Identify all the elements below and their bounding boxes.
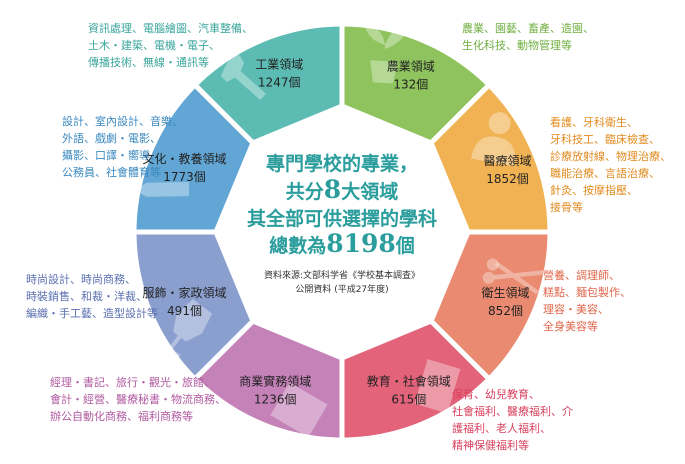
medical-description-line: 針灸、按摩指壓、	[550, 184, 638, 197]
fashion-count: 491個	[167, 304, 202, 318]
education-name: 教育・社會領域	[367, 374, 451, 389]
culture-description-line: 外語、戲劇・電影、	[62, 132, 161, 145]
business-description-line: 會計・經營、醫療秘書・物流商務、	[50, 393, 226, 406]
medical-count: 1852個	[486, 172, 529, 186]
education-count: 615個	[391, 393, 426, 407]
education-description-line: 保育、幼兒教育、	[452, 388, 540, 401]
culture-segment	[131, 82, 256, 235]
industry-description: 資訊處理、電腦繪圖、汽車整備、土木・建築、電機・電子、傳播技術、無線・通訊等	[88, 20, 253, 71]
hygiene-description: 營養、調理師、糕點、麵包製作、理容・美容、全身美容等	[543, 267, 631, 335]
fashion-description-line: 編織・手工藝、造型設計等	[26, 307, 158, 320]
medical-segment	[428, 82, 553, 235]
agriculture-description: 農業、園藝、畜產、造園、生化科技、動物管理等	[462, 20, 594, 54]
agriculture-segment	[339, 21, 492, 146]
culture-description-line: 公務員、社會體育等	[62, 166, 161, 179]
education-segment	[339, 318, 492, 443]
center-title-line3: 其全部可供選擇的學科	[247, 207, 437, 230]
pen-icon	[133, 181, 190, 197]
education-description-line: 社會福利、醫療福利、介	[452, 405, 573, 418]
industry-description-line: 傳播技術、無線・通訊等	[88, 56, 209, 69]
center-title-line1: 專門學校的專業，	[266, 152, 418, 175]
fashion-description-line: 時裝銷售、和裁・洋裁、	[26, 290, 147, 303]
plant-icon	[364, 22, 411, 84]
wrench-icon	[220, 55, 266, 101]
fashion-name: 服飾・家政領域	[142, 285, 226, 300]
medical-description-line: 牙科技工、臨床檢查、	[550, 133, 660, 146]
business-segment	[192, 318, 345, 443]
source-line2: 公開資料 (平成27年度)	[295, 283, 388, 295]
agriculture-description-line: 農業、園藝、畜產、造園、	[462, 22, 594, 35]
medical-description-line: 看護、牙科衛生、	[550, 116, 638, 129]
fashion-segment	[131, 229, 256, 382]
business-description-line: 辦公自動化商務、福利商務等	[50, 410, 193, 423]
medical-description-line: 職能治療、言語治療、	[550, 167, 660, 180]
hygiene-description-line: 理容・美容、	[543, 303, 609, 316]
business-name: 商業實務領域	[239, 374, 311, 389]
industry-name: 工業領域	[255, 57, 303, 72]
agriculture-count: 132個	[393, 78, 428, 92]
hygiene-count: 852個	[488, 304, 523, 318]
source-line1: 資料來源:文部科学省《学校基本調査》	[264, 269, 420, 281]
segments-layer	[131, 21, 553, 443]
business-description: 經理・書記、旅行・觀光・旅館、會計・經營、醫療秘書・物流商務、辦公自動化商務、福…	[50, 374, 226, 425]
culture-description-line: 設計、室內設計、音樂、	[62, 115, 183, 128]
fashion-description-line: 時尚設計、時尚商務、	[26, 273, 136, 286]
calculator-icon	[270, 382, 328, 438]
culture-description: 設計、室內設計、音樂、外語、戲劇・電影、攝影、口譯・嚮導、公務員、社會體育等	[62, 113, 183, 181]
culture-name: 文化・教養領域	[142, 151, 226, 166]
industry-description-line: 土木・建築、電機・電子、	[88, 39, 220, 52]
center-title-line4: 總數為8198個	[269, 229, 415, 258]
medical-description-line: 接骨等	[550, 201, 583, 214]
agriculture-description-line: 生化科技、動物管理等	[462, 39, 572, 52]
fashion-description: 時尚設計、時尚商務、時裝銷售、和裁・洋裁、編織・手工藝、造型設計等	[26, 271, 158, 322]
industry-count: 1247個	[258, 76, 301, 90]
hygiene-description-line: 全身美容等	[543, 320, 598, 333]
hygiene-segment	[428, 229, 553, 382]
scissors-icon	[482, 258, 547, 295]
center-block: 專門學校的專業， 共分8大領域 其全部可供選擇的學科 總數為8198個 資料來源…	[247, 152, 437, 295]
education-description-line: 護福利、老人福利、	[452, 422, 551, 435]
medical-description: 看護、牙科衛生、牙科技工、臨床檢查、診療放射線、物理治療、職能治療、言語治療、針…	[550, 114, 671, 216]
agriculture-name: 農業領域	[387, 59, 435, 74]
education-description: 保育、幼兒教育、社會福利、醫療福利、介護福利、老人福利、精神保健福利等	[452, 386, 573, 454]
doctor-icon	[470, 112, 516, 167]
hygiene-name: 衛生領域	[481, 285, 529, 300]
culture-description-line: 攝影、口譯・嚮導、	[62, 149, 161, 162]
hygiene-description-line: 營養、調理師、	[543, 269, 620, 282]
hygiene-description-line: 糕點、麵包製作、	[543, 286, 631, 299]
culture-count: 1773個	[163, 170, 206, 184]
business-description-line: 經理・書記、旅行・觀光・旅館、	[50, 376, 215, 389]
mannequin-icon	[159, 299, 213, 358]
industry-segment	[192, 21, 345, 146]
education-description-line: 精神保健福利等	[452, 439, 529, 452]
medical-name: 醫療領域	[483, 153, 531, 168]
book-icon	[414, 359, 461, 414]
medical-description-line: 診療放射線、物理治療、	[550, 150, 671, 163]
business-count: 1236個	[254, 393, 297, 407]
center-title-line2: 共分8大領域	[286, 175, 398, 204]
industry-description-line: 資訊處理、電腦繪圖、汽車整備、	[88, 22, 253, 35]
